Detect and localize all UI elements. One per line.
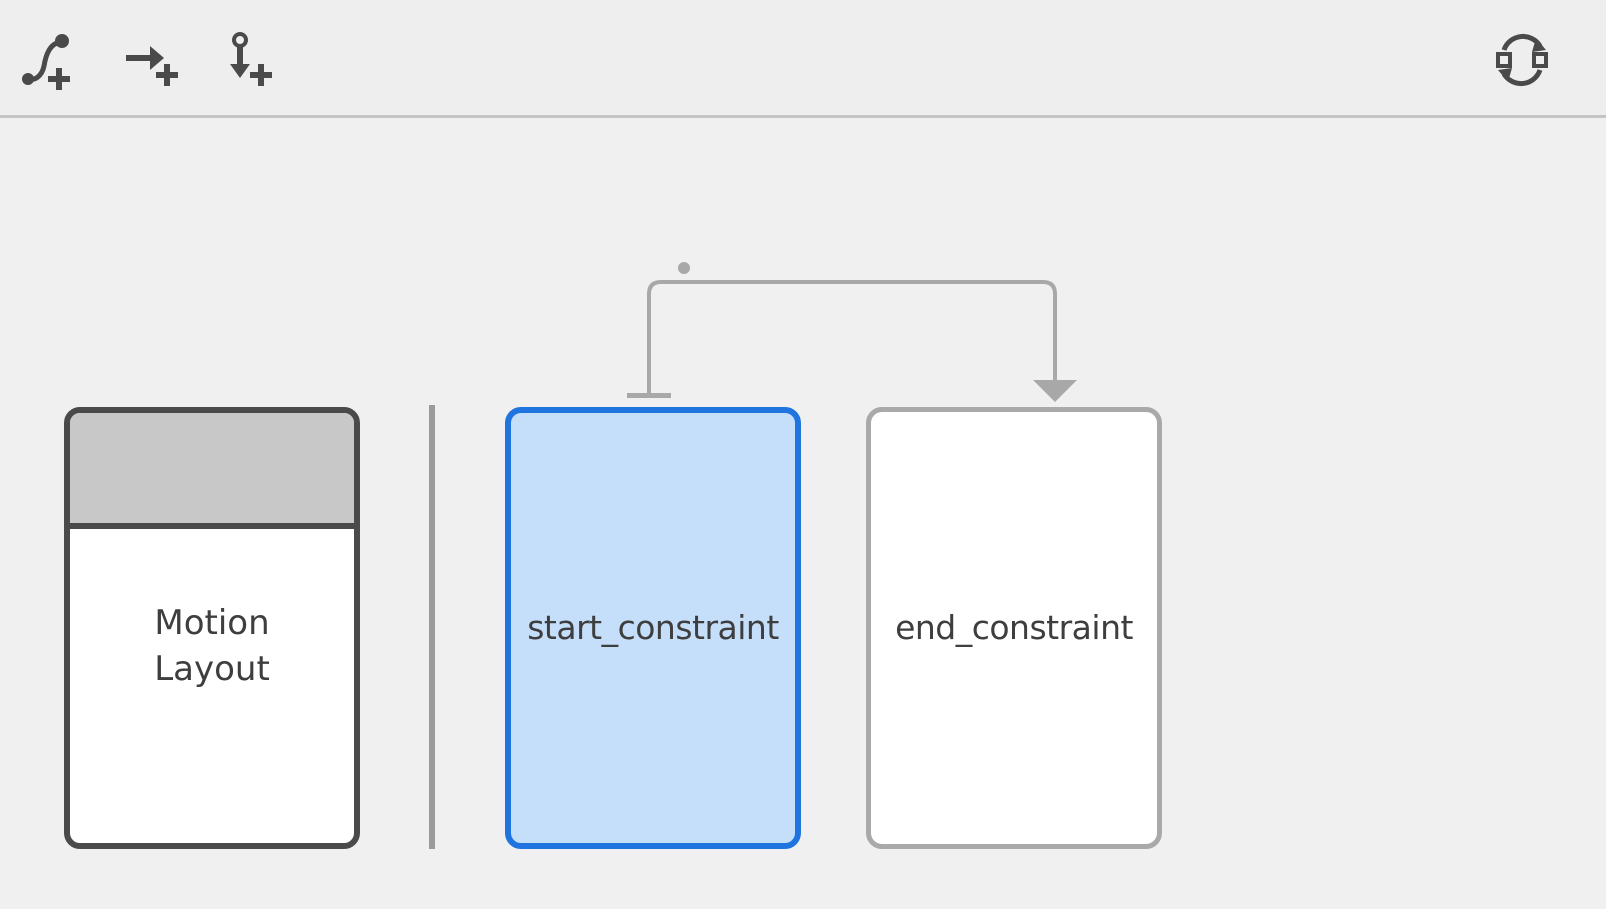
motion-layout-header: [70, 413, 354, 529]
add-swipe-handler-icon: [230, 32, 272, 86]
create-swipe-handler-button[interactable]: [218, 28, 282, 92]
cycle-layouts-icon: [1496, 33, 1548, 87]
create-transition-button[interactable]: [20, 28, 84, 92]
cycle-layouts-button[interactable]: [1490, 28, 1554, 92]
add-transition-icon: [22, 34, 70, 90]
start-constraint-label: start_constraint: [527, 608, 779, 647]
transition-arrowhead: [1033, 380, 1077, 402]
separator: [429, 405, 435, 849]
transition-handle: [678, 262, 690, 274]
end-constraint-label: end_constraint: [895, 608, 1133, 647]
toolbar: [0, 0, 1606, 118]
add-click-handler-icon: [126, 46, 178, 86]
create-click-handler-button[interactable]: [120, 28, 184, 92]
overview-canvas: Motion Layout start_constraint end_const…: [0, 118, 1606, 909]
end-constraint-card[interactable]: end_constraint: [866, 407, 1162, 849]
start-constraint-card[interactable]: start_constraint: [505, 407, 801, 849]
motion-layout-label: Motion Layout: [154, 603, 270, 689]
motion-layout-card[interactable]: Motion Layout: [64, 407, 360, 849]
